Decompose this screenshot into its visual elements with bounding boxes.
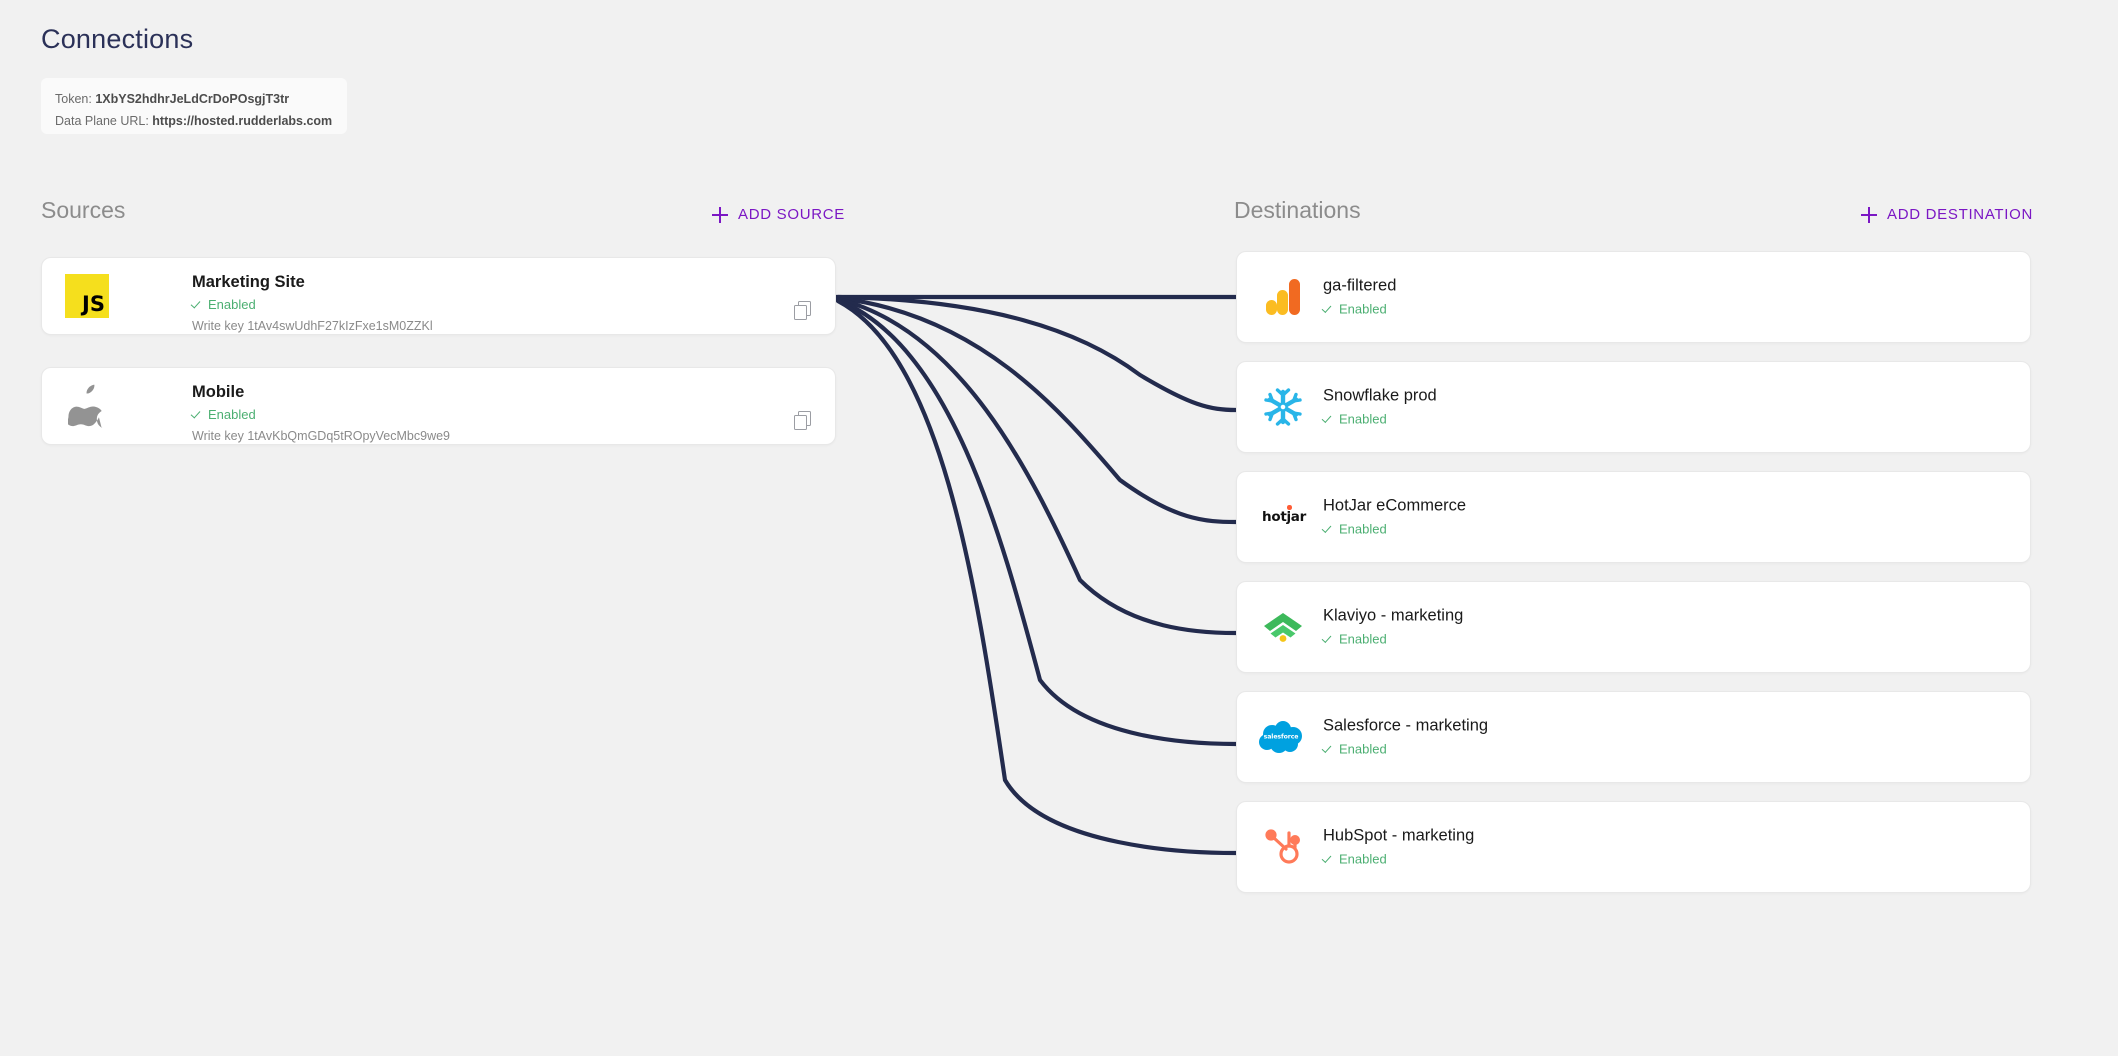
status-text: Enabled [1339,741,1387,757]
destination-card-ga-filtered[interactable]: ga-filtered Enabled [1236,251,2031,343]
status-text: Enabled [1339,851,1387,867]
destination-name: HotJar eCommerce [1323,496,1467,515]
status-text: Enabled [208,297,256,312]
source-name: Mobile [192,383,245,401]
snowflake-icon [1261,385,1305,429]
connection-line-hubspot-marketing [835,298,1239,856]
write-key-label: Write key [192,429,244,443]
destination-card-hotjar-ecommerce[interactable]: hotjar HotJar eCommerce Enabled [1236,471,2031,563]
apple-icon [64,383,110,429]
check-icon [1323,634,1334,645]
data-plane-row: Data Plane URL: https://hosted.rudderlab… [55,110,333,132]
status-text: Enabled [1339,411,1387,427]
status-text: Enabled [1339,301,1387,317]
status-badge: Enabled [1323,300,1396,319]
destination-name: Klaviyo - marketing [1323,606,1464,625]
page-title: Connections [41,24,194,54]
token-label: Token: [55,92,92,106]
check-icon [1323,304,1334,315]
destination-card-salesforce-marketing[interactable]: salesforce Salesforce - marketing Enable… [1236,691,2031,783]
check-icon [1323,854,1334,865]
check-icon [1323,744,1334,755]
klaviyo-icon [1261,605,1305,649]
connection-line-snowflake-prod [835,294,1239,413]
copy-icon[interactable] [794,411,811,430]
connection-line-hotjar-ecommerce [835,295,1239,525]
destination-name: HubSpot - marketing [1323,826,1475,845]
status-badge: Enabled [192,295,433,314]
source-card-mobile[interactable]: Mobile Enabled Write key 1tAvKbQmGDq5tRO… [41,367,836,445]
plus-icon [712,206,728,223]
copy-icon[interactable] [794,301,811,320]
write-key-value: 1tAvKbQmGDq5tROpyVecMbc9we9 [247,429,450,443]
status-badge: Enabled [1323,740,1488,759]
plus-icon [1861,206,1877,223]
data-plane-label: Data Plane URL: [55,114,149,128]
connection-line-salesforce-marketing [835,297,1239,747]
destination-card-klaviyo-marketing[interactable]: Klaviyo - marketing Enabled [1236,581,2031,673]
write-key-label: Write key [192,319,244,333]
write-key-value: 1tAv4swUdhF27kIzFxe1sM0ZZKl [247,319,433,333]
check-icon [192,409,203,420]
hubspot-icon [1261,825,1305,869]
source-card-marketing-site[interactable]: JS Marketing Site Enabled Write key 1tAv… [41,257,836,335]
write-key-row: Write key 1tAvKbQmGDq5tROpyVecMbc9we9 [192,428,450,445]
destination-card-hubspot-marketing[interactable]: HubSpot - marketing Enabled [1236,801,2031,893]
status-badge: Enabled [1323,850,1474,869]
check-icon [1323,414,1334,425]
check-icon [1323,524,1334,535]
write-key-row: Write key 1tAv4swUdhF27kIzFxe1sM0ZZKl [192,318,433,335]
token-info-card: Token: 1XbYS2hdhrJeLdCrDoPOsgjT3tr Data … [41,78,347,134]
add-destination-label: ADD DESTINATION [1887,206,2034,223]
add-destination-button[interactable]: ADD DESTINATION [1861,206,2033,223]
add-source-label: ADD SOURCE [738,206,846,223]
destinations-heading: Destinations [1234,197,1361,223]
check-icon [192,299,203,310]
data-plane-value: https://hosted.rudderlabs.com [152,114,333,128]
status-text: Enabled [1339,631,1387,647]
google-analytics-icon [1261,275,1305,319]
status-badge: Enabled [1323,410,1437,429]
status-badge: Enabled [1323,520,1466,539]
hotjar-icon: hotjar [1255,495,1313,539]
status-text: Enabled [1339,521,1387,537]
source-name: Marketing Site [192,273,305,291]
add-source-button[interactable]: ADD SOURCE [712,206,845,223]
destination-name: Salesforce - marketing [1323,716,1489,735]
destination-name: Snowflake prod [1323,386,1437,405]
destination-name: ga-filtered [1323,276,1397,295]
token-row: Token: 1XbYS2hdhrJeLdCrDoPOsgjT3tr [55,88,333,110]
salesforce-icon: salesforce [1257,715,1305,759]
status-text: Enabled [208,407,256,422]
sources-heading: Sources [41,197,126,223]
status-badge: Enabled [1323,630,1463,649]
token-value: 1XbYS2hdhrJeLdCrDoPOsgjT3tr [95,92,290,106]
status-badge: Enabled [192,405,450,424]
destination-card-snowflake-prod[interactable]: Snowflake prod Enabled [1236,361,2031,453]
connection-line-klaviyo-marketing [835,296,1239,636]
salesforce-wordmark: salesforce [1263,733,1299,741]
javascript-icon: JS [64,273,110,319]
hotjar-dot [1287,505,1292,510]
